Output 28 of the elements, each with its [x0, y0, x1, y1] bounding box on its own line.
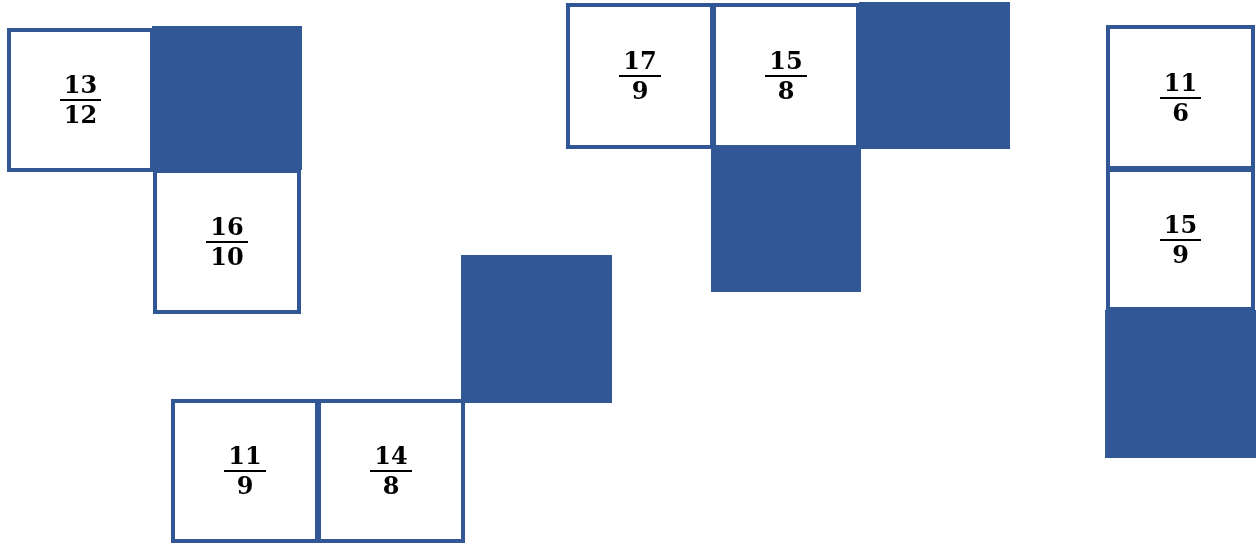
fraction-square — [171, 399, 319, 543]
shaded-square — [711, 146, 861, 292]
denominator: 9 — [1171, 240, 1190, 269]
denominator: 9 — [235, 472, 255, 500]
denominator: 12 — [62, 101, 99, 129]
numerator: 15 — [765, 47, 807, 77]
denominator: 6 — [1171, 98, 1190, 127]
numerator: 14 — [370, 442, 412, 472]
fraction-square — [1106, 25, 1255, 170]
fraction-square — [566, 3, 714, 149]
fraction-square — [153, 169, 301, 314]
numerator: 17 — [619, 47, 661, 77]
shaded-square — [1105, 310, 1256, 458]
denominator: 8 — [381, 472, 401, 500]
shaded-square — [859, 2, 1010, 149]
fraction-square — [7, 28, 154, 172]
fraction-square — [1106, 168, 1255, 311]
denominator: 9 — [630, 77, 650, 105]
numerator: 16 — [206, 212, 248, 243]
numerator: 15 — [1159, 210, 1202, 241]
numerator: 11 — [1159, 68, 1202, 99]
fraction-square — [317, 399, 465, 543]
shaded-square — [152, 26, 302, 170]
numerator: 11 — [224, 442, 266, 472]
denominator: 10 — [209, 242, 245, 271]
numerator: 13 — [59, 71, 102, 101]
shaded-square — [461, 255, 612, 403]
denominator: 8 — [776, 77, 796, 105]
